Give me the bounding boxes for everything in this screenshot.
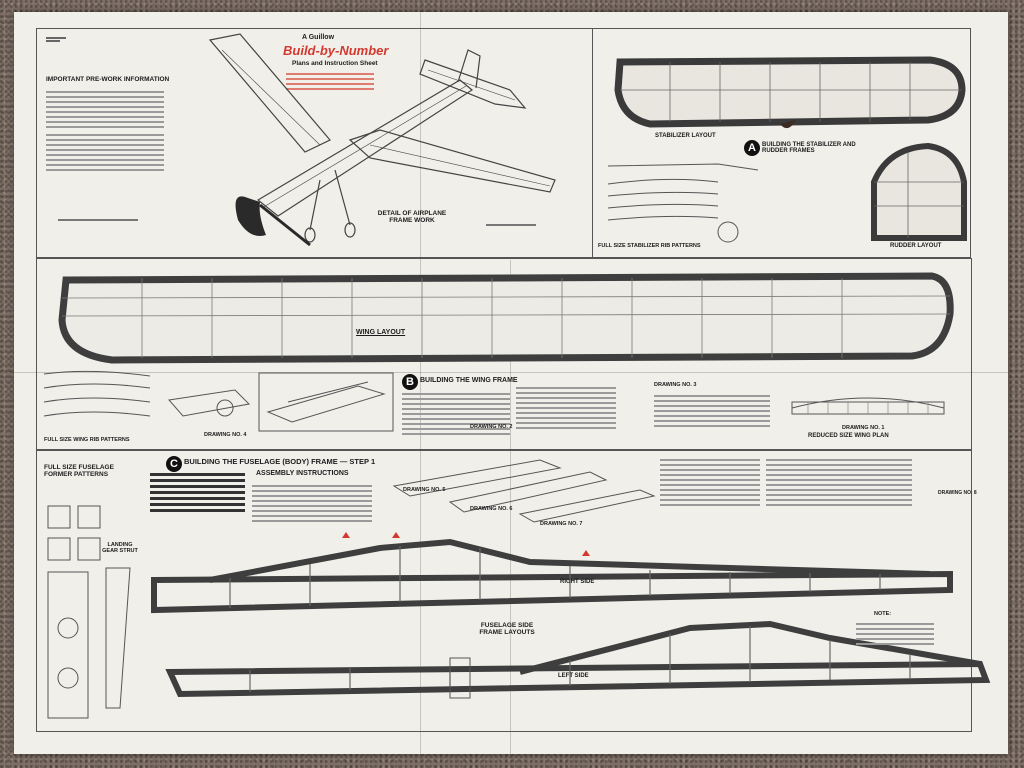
rudder-outline: [871, 142, 967, 241]
brand-subtitle: Plans and Instruction Sheet: [292, 60, 378, 67]
fold-line: [510, 260, 511, 754]
assembly-text: [252, 482, 372, 525]
top-right-panel: [592, 28, 971, 258]
rudder-layout-label: RUDDER LAYOUT: [890, 243, 942, 249]
fold-line: [14, 372, 1008, 373]
left-side-label: LEFT SIDE: [558, 673, 589, 679]
drawing-1-label: DRAWING NO. 1: [842, 425, 885, 431]
drawing-4-label: DRAWING NO. 4: [204, 432, 247, 438]
fuselage-panel: [36, 450, 972, 732]
airplane-frame-drawing: [208, 33, 556, 247]
fold-line: [420, 12, 421, 754]
drawing-5-label: DRAWING NO. 5: [403, 487, 446, 493]
assembly-heading: ASSEMBLY INSTRUCTIONS: [256, 470, 349, 477]
drawing-1-sketch: [791, 397, 945, 415]
top-left-panel: [36, 28, 593, 258]
step-c-heading: BUILDING THE FUSELAGE (BODY) FRAME — STE…: [184, 457, 376, 466]
fuselage-patterns-label: FULL SIZE FUSELAGE FORMER PATTERNS: [44, 464, 114, 478]
frame-note: [486, 224, 536, 226]
fuselage-text-col1: [660, 456, 760, 509]
step-a-badge: A: [744, 140, 760, 156]
step-c-badge: C: [166, 456, 182, 472]
step-b-text-col3: [654, 392, 770, 430]
step-b-heading: BUILDING THE WING FRAME: [420, 377, 518, 384]
step-b-text-col2: [516, 384, 616, 432]
brand-red-notes: [286, 70, 374, 93]
step-a-heading: BUILDING THE STABILIZER AND RUDDER FRAME…: [762, 142, 856, 154]
wing-panel: [36, 258, 972, 450]
wing-rib-patterns: [43, 370, 151, 417]
plan-code: [46, 36, 66, 43]
info-text: [46, 88, 164, 174]
right-side-label: RIGHT SIDE: [560, 579, 595, 585]
drawing-2-label: DRAWING NO. 2: [470, 424, 513, 430]
brand-title: Build-by-Number: [283, 43, 389, 58]
drawing-3-label: DRAWING NO. 3: [654, 382, 697, 388]
plan-sheet: [14, 12, 1008, 754]
wing-ribs-label: FULL SIZE WING RIB PATTERNS: [44, 437, 130, 443]
landing-gear-label: LANDING GEAR STRUT: [102, 542, 138, 554]
frame-detail-label: DETAIL OF AIRPLANE FRAME WORK: [377, 210, 447, 224]
brand-top: A Guillow: [302, 34, 335, 41]
step-c-intro: [150, 470, 245, 515]
fuselage-text-col2: [766, 456, 912, 509]
stabilizer-outline: [614, 56, 966, 129]
step-b-text-col1: [402, 390, 510, 438]
fuselage-left-side: [165, 620, 991, 699]
fuselage-sketches: [392, 459, 656, 523]
stabilizer-rib-patterns: [607, 163, 759, 243]
drawing-4-sketch: [168, 389, 251, 417]
drawing-8-label: DRAWING NO. 8: [938, 490, 977, 496]
reduced-wing-label: REDUCED SIZE WING PLAN: [808, 433, 889, 439]
info-heading: IMPORTANT PRE-WORK INFORMATION: [46, 76, 170, 83]
note-text: [856, 620, 934, 648]
wing-layout-label: WING LAYOUT: [356, 329, 406, 336]
wing-detail-box: [258, 372, 394, 432]
wing-layout-outline: [58, 272, 954, 364]
stabilizer-ribs-label: FULL SIZE STABILIZER RIB PATTERNS: [598, 243, 701, 249]
fuselage-right-side: [151, 532, 953, 614]
fuselage-layouts-label: FUSELAGE SIDE FRAME LAYOUTS: [479, 622, 535, 636]
drawing-6-label: DRAWING NO. 6: [470, 506, 513, 512]
note-heading: NOTE:: [874, 611, 892, 617]
drawing-7-label: DRAWING NO. 7: [540, 521, 583, 527]
tools-caption: [58, 219, 138, 221]
stabilizer-layout-label: STABILIZER LAYOUT: [655, 133, 716, 139]
former-patterns: [47, 505, 131, 719]
step-b-badge: B: [402, 374, 418, 390]
